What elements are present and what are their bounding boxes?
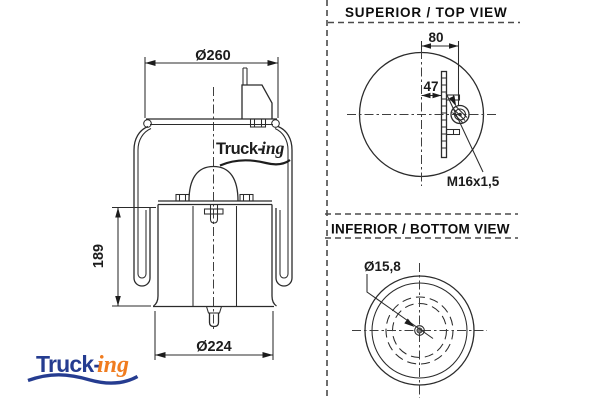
side-view-drawing: Ø260 Truck- ing <box>27 48 293 385</box>
air-fitting <box>241 67 273 119</box>
dimension-80: 80 <box>420 30 460 105</box>
inline-logo-wave <box>219 159 291 167</box>
dim-80-label: 80 <box>428 30 443 45</box>
dim-47-label: 47 <box>423 79 438 94</box>
thread-leader-line <box>445 92 484 173</box>
brand-word-ing: ing <box>97 352 129 378</box>
valve-block <box>249 118 267 128</box>
rolled-edge-right <box>271 119 280 128</box>
dimension-224: Ø224 <box>154 311 274 360</box>
dim-224-label: Ø224 <box>196 339 231 355</box>
piston-dome <box>188 165 239 202</box>
top-view-crosshair <box>347 50 497 186</box>
brand-wave <box>27 373 139 385</box>
brand-word-truck: Truck- <box>36 351 100 377</box>
top-plate <box>143 118 280 128</box>
inline-logo-ing: ing <box>261 138 285 158</box>
dim-158-label: Ø15,8 <box>364 259 401 274</box>
inline-logo: Truck- ing <box>216 138 291 167</box>
stud-lower <box>445 128 461 136</box>
dim-260-label: Ø260 <box>195 48 230 64</box>
piston <box>153 165 277 328</box>
dimension-189: 189 <box>91 206 156 307</box>
dimension-47: 47 <box>421 79 442 99</box>
top-view-title: SUPERIOR / TOP VIEW <box>345 5 507 20</box>
bracket-plate <box>440 70 448 159</box>
bottom-view-title: INFERIOR / BOTTOM VIEW <box>331 222 510 237</box>
bellows <box>133 125 293 287</box>
brand-logo: Truck- ing <box>27 351 139 385</box>
dim-189-label: 189 <box>91 244 107 268</box>
thread-callout: M16x1,5 <box>445 92 500 189</box>
bottom-stud <box>205 306 223 328</box>
inline-logo-truck: Truck- <box>216 140 263 158</box>
hole-leader-line <box>366 274 434 339</box>
bottom-view-drawing: INFERIOR / BOTTOM VIEW Ø15,8 <box>325 213 518 398</box>
center-bolt-top <box>203 204 224 224</box>
top-view-drawing: SUPERIOR / TOP VIEW <box>328 5 520 189</box>
thread-label: M16x1,5 <box>447 174 500 189</box>
hole-callout: Ø15,8 <box>364 259 434 339</box>
dimension-260: Ø260 <box>144 48 279 118</box>
bottom-view-crosshair <box>352 263 487 398</box>
